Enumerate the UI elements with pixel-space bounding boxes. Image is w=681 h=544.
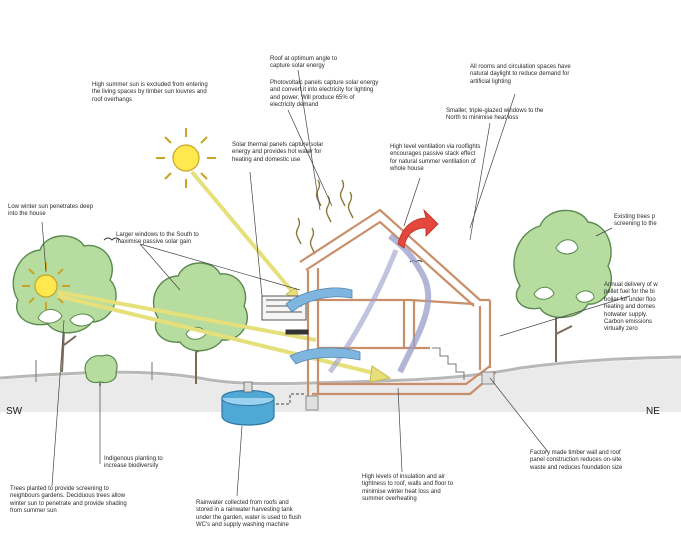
existing-tree-right xyxy=(513,209,613,362)
label-rainwater: Rainwater collected from roofs and store… xyxy=(196,500,302,529)
hot-air-outlet-arrow xyxy=(397,208,439,249)
eco-house xyxy=(299,208,497,396)
rainwater-tank xyxy=(221,381,306,426)
label-trees-planted: Trees planted to provide screening to ne… xyxy=(10,486,127,515)
winter-sun xyxy=(22,262,70,310)
label-factory-made: Factory made timber wall and roof panel … xyxy=(530,450,623,471)
label-triple-glazed: Smaller, triple-glazed windows to the No… xyxy=(446,108,544,122)
label-existing-trees: Existing trees p screening to the xyxy=(614,214,657,228)
label-ventilation: High level ventilation via rooflights en… xyxy=(390,144,481,173)
compass-ne: NE xyxy=(646,406,660,417)
cool-air-flow xyxy=(285,287,361,365)
solar-energy-waves xyxy=(295,179,354,255)
label-solar-thermal: Solar thermal panels capture solar energ… xyxy=(232,142,324,163)
annotation-leader-lines xyxy=(41,69,631,497)
label-summer-sun: High summer sun is excluded from enterin… xyxy=(92,82,208,103)
ground-line xyxy=(0,355,681,386)
winter-sun-beam-lower xyxy=(57,294,392,383)
label-winter-sun: Low winter sun penetrates deep into the … xyxy=(8,204,94,218)
winter-sun-beam-upper xyxy=(57,290,317,342)
indigenous-shrub xyxy=(84,354,118,386)
solar-thermal-panel xyxy=(285,329,309,335)
compass-sw: SW xyxy=(6,406,23,417)
deciduous-tree-left xyxy=(12,235,117,373)
label-rooms-daylight: All rooms and circulation spaces have na… xyxy=(470,64,571,85)
label-indigenous-planting: Indigenous planting to increase biodiver… xyxy=(104,456,163,470)
label-insulation: High levels of insulation and air tightn… xyxy=(362,474,454,503)
label-annual-delivery: Annual delivery of w pellet fuel for the… xyxy=(604,282,658,333)
summer-sun xyxy=(156,128,216,188)
label-south-windows: Larger windows to the South to maximise … xyxy=(116,232,199,246)
deciduous-tree-center xyxy=(152,262,249,384)
ground-shade xyxy=(0,359,681,412)
foundation-posts xyxy=(305,371,495,411)
house-stairs xyxy=(432,347,465,380)
fence-posts xyxy=(35,360,153,382)
label-photovoltaic: Photovoltaic panels capture solar energy… xyxy=(270,80,379,109)
label-roof-angle: Roof at optimum angle to capture solar e… xyxy=(270,56,338,70)
